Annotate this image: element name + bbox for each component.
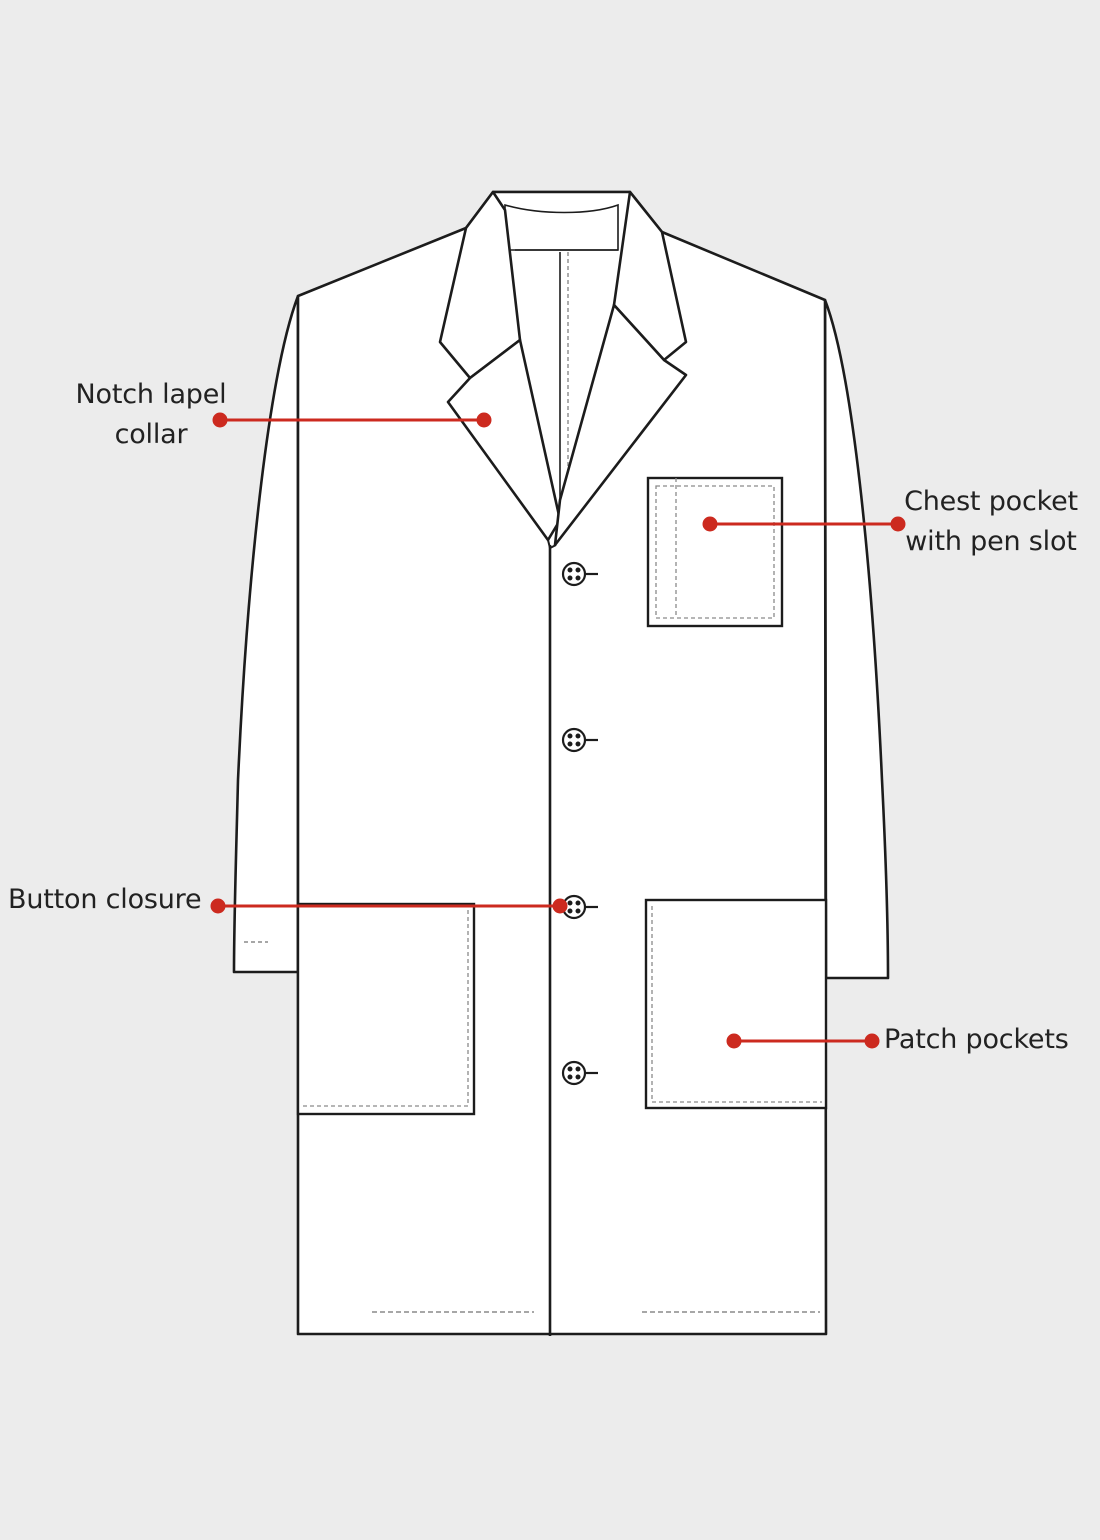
left-patch-pocket	[296, 902, 476, 1116]
right-patch-pocket	[644, 898, 828, 1110]
callout-line-chest-pocket	[702, 516, 906, 532]
label-line: Button closure	[8, 884, 202, 915]
coat-body	[296, 190, 828, 1336]
label-line: Notch lapel	[75, 379, 227, 410]
button-1	[561, 561, 598, 587]
label-line: Patch pockets	[884, 1024, 1069, 1055]
label-line: with pen slot	[905, 526, 1077, 557]
label-patch-pockets: Patch pockets	[884, 1020, 1069, 1060]
callout-line-button	[210, 898, 568, 914]
left-lapel	[446, 338, 562, 542]
chest-pocket-shape	[646, 476, 784, 628]
label-button-closure: Button closure	[8, 880, 202, 920]
label-notch-lapel-collar: Notch lapel collar	[40, 375, 262, 455]
right-collar	[612, 190, 688, 362]
right-lapel	[553, 303, 688, 547]
inner-neck	[504, 203, 619, 251]
button-2	[561, 727, 598, 753]
left-sleeve	[232, 294, 300, 974]
label-line: collar	[114, 419, 188, 450]
label-chest-pocket: Chest pocket with pen slot	[882, 482, 1100, 562]
callout-line-lapel	[212, 412, 492, 428]
callout-line-patch-pockets	[726, 1033, 880, 1049]
buttons	[561, 561, 598, 1086]
button-4	[561, 1060, 598, 1086]
label-line: Chest pocket	[904, 486, 1078, 517]
lapel-overlap-edge	[547, 539, 557, 550]
right-sleeve	[823, 298, 890, 980]
